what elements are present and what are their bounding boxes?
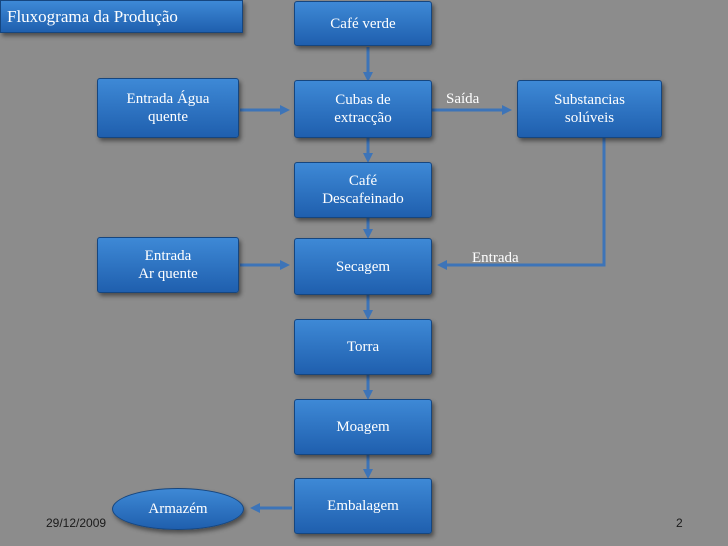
node-cubas-line1: Cubas de: [335, 92, 391, 108]
node-entrada-agua-line1: Entrada Água: [126, 91, 210, 107]
node-embalagem: Embalagem: [294, 478, 432, 534]
node-entrada-agua-line2: quente: [148, 109, 188, 125]
node-moagem-label: Moagem: [336, 419, 390, 435]
node-secagem: Secagem: [294, 238, 432, 295]
node-substancias-line2: solúveis: [564, 110, 615, 126]
node-cafe-descafeinado-line2: Descafeinado: [322, 191, 404, 207]
node-cafe-descafeinado-line1: Café: [348, 173, 378, 189]
node-substancias-line1: Substancias: [554, 92, 625, 108]
node-entrada-ar-line1: Entrada: [144, 248, 192, 264]
node-armazem: Armazém: [112, 488, 244, 530]
arrow-substancias-to-secagem: [437, 138, 606, 270]
edge-label-saida: Saída: [446, 91, 480, 107]
footer-page-number: 2: [676, 516, 683, 530]
node-entrada-agua: Entrada Água quente: [97, 78, 239, 138]
node-moagem: Moagem: [294, 399, 432, 455]
node-cafe-verde-label: Café verde: [330, 15, 396, 32]
node-torra-label: Torra: [346, 339, 380, 355]
node-cubas-de-extraccao: Cubas de extracção: [294, 80, 432, 138]
node-embalagem-label: Embalagem: [327, 498, 399, 514]
footer-date: 29/12/2009: [46, 516, 107, 530]
node-cafe-descafeinado: Café Descafeinado: [294, 162, 432, 218]
edge-label-entrada: Entrada: [472, 250, 519, 266]
node-armazem-label: Armazém: [148, 500, 208, 517]
node-secagem-label: Secagem: [335, 258, 391, 275]
node-torra: Torra: [294, 319, 432, 375]
node-substancias-soluveis: Substancias solúveis: [517, 80, 662, 138]
node-cubas-line2: extracção: [334, 110, 392, 126]
node-entrada-ar-quente: Entrada Ar quente: [97, 237, 239, 293]
node-cafe-verde: Café verde: [294, 1, 432, 46]
node-entrada-ar-line2: Ar quente: [138, 266, 198, 282]
slide-title: Fluxograma da Produção: [0, 0, 243, 33]
